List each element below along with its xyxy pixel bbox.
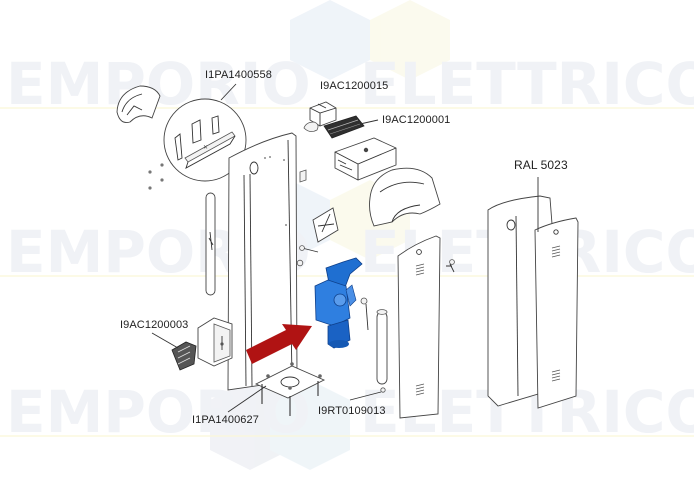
front-door-panel[interactable]	[397, 235, 441, 419]
leader-line-battery-board	[151, 332, 179, 349]
part-label-control-board: I9AC1200001	[382, 114, 451, 126]
top-cap-cover[interactable]	[116, 85, 161, 123]
leader-line-bracket	[220, 83, 237, 101]
part-label-ral-color: RAL 5023	[514, 158, 568, 172]
gearmotor[interactable]	[314, 257, 363, 349]
control-box[interactable]	[334, 137, 397, 181]
watermark-text: EMPORIO ELETTRICO EMPORIO ELETTRICO EMPO…	[6, 50, 694, 446]
part-label-bracket: I1PA1400558	[205, 69, 272, 81]
part-label-anchor-plate: I1PA1400627	[192, 414, 259, 426]
highlight-arrow-icon	[246, 324, 312, 364]
leader-line-board	[359, 119, 379, 125]
svg-text:EMPORIO: EMPORIO	[6, 378, 311, 446]
battery-board[interactable]	[171, 341, 197, 371]
svg-text:ELETTRICO: ELETTRICO	[360, 50, 694, 118]
transformer[interactable]	[309, 101, 337, 127]
head-cover[interactable]	[369, 167, 441, 227]
leader-line-spring	[349, 391, 382, 401]
svg-text:EMPORIO: EMPORIO	[6, 50, 311, 118]
part-label-battery-board: I9AC1200003	[120, 319, 189, 331]
fuse-cap	[303, 121, 319, 132]
part-label-spring-rod: I9RT0109013	[318, 405, 386, 417]
spring-rod[interactable]	[376, 309, 388, 393]
anchor-plate[interactable]	[254, 362, 326, 416]
leader-line-anchor-plate	[227, 385, 267, 413]
key-latch	[446, 259, 455, 273]
screws	[148, 163, 164, 190]
part-label-transformer: I9AC1200015	[320, 80, 389, 92]
control-board[interactable]	[323, 115, 365, 139]
connector-clip	[299, 169, 307, 183]
cabinet-right[interactable]	[487, 195, 579, 409]
eye-bolt	[360, 297, 369, 331]
bolt-set	[296, 245, 319, 267]
battery-pack[interactable]	[197, 317, 233, 367]
side-rib[interactable]	[205, 192, 216, 296]
svg-text:✕: ✕	[203, 145, 208, 151]
bracket-detail[interactable]: ✕	[163, 98, 247, 182]
mounting-plate[interactable]	[312, 207, 339, 243]
